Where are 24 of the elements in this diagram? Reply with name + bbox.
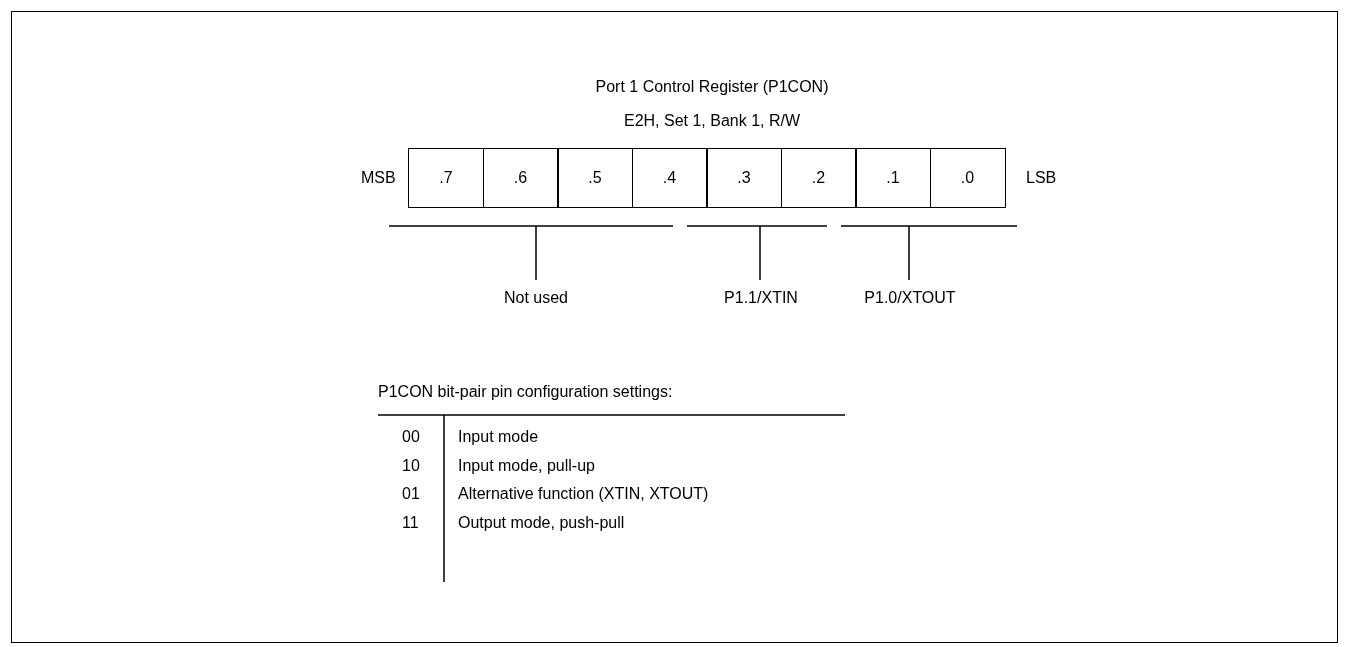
register-title: Port 1 Control Register (P1CON) — [595, 77, 829, 97]
setting-code: 01 — [402, 484, 420, 504]
field-label: P1.0/XTOUT — [864, 288, 956, 308]
table-heading: P1CON bit-pair pin configuration settings: — [378, 382, 673, 402]
bit-cell: .7 — [408, 148, 484, 208]
bit-cell: .6 — [482, 148, 559, 208]
bit-cell: .2 — [780, 148, 857, 208]
bit-cell: .1 — [855, 148, 931, 208]
setting-description: Input mode — [458, 427, 539, 447]
setting-code: 00 — [402, 427, 420, 447]
bit-cell: .0 — [929, 148, 1006, 208]
lsb-label: LSB — [1026, 168, 1057, 188]
register-info: E2H, Set 1, Bank 1, R/W — [623, 111, 801, 131]
msb-label: MSB — [361, 168, 396, 188]
bit-cell: .5 — [557, 148, 633, 208]
bit-cell: .4 — [631, 148, 708, 208]
field-label: P1.1/XTIN — [724, 288, 798, 308]
bit-cell: .3 — [706, 148, 782, 208]
setting-code: 11 — [402, 512, 419, 533]
setting-code: 10 — [402, 455, 420, 476]
setting-description: Output mode, push-pull — [458, 512, 625, 533]
setting-description: Alternative function (XTIN, XTOUT) — [458, 484, 709, 504]
field-label: Not used — [504, 288, 568, 308]
setting-description: Input mode, pull-up — [458, 455, 595, 476]
